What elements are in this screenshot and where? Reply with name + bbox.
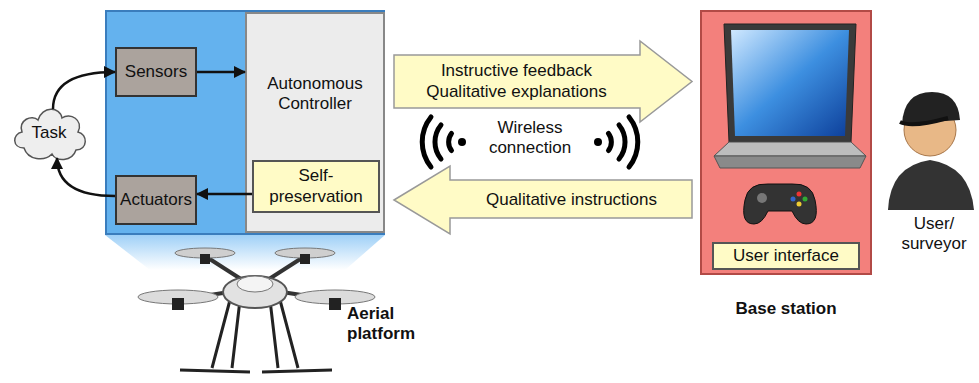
connector-arrow [57,158,115,196]
user-label: User/ surveyor [886,214,979,255]
platform-box: Aerial platformSensorsAutonomous Control… [105,10,385,235]
node-text: Self-preservation [260,166,372,207]
connector-arrow [197,71,245,74]
laptop-icon [714,24,866,168]
user-icon [888,92,974,210]
node-text: User interface [733,246,839,266]
instruction-arrow: Qualitative instructions [393,165,693,235]
node-text: Autonomous Controller [253,74,377,115]
wireless-symbol [422,117,638,167]
task-cloud: Task [10,104,88,162]
node-text: Sensors [125,62,187,82]
node-text: Task [32,123,67,143]
controller-box: Autonomous ControllerSelf-preservation [245,12,385,233]
sensor-box: Sensors [115,47,197,97]
node-text: Actuators [120,190,192,210]
drone-drawing [138,248,375,372]
self-preservation-box: Self-preservation [252,160,380,213]
node-text: Aerial platform [347,304,439,345]
node-text: Base station [702,299,870,319]
projection-fade [105,235,385,270]
node-text: Instructive feedback Qualitative explana… [409,61,624,102]
connector-arrow [197,193,252,196]
interface-box: User interface [712,242,860,270]
connector-arrow [53,72,115,109]
wireless-label: Wireless connection [478,118,582,159]
node-text: Qualitative instructions [457,190,687,210]
actuator-box: Actuators [115,175,197,225]
feedback-arrow: Instructive feedback Qualitative explana… [393,40,693,123]
gamepad-icon [744,184,817,224]
